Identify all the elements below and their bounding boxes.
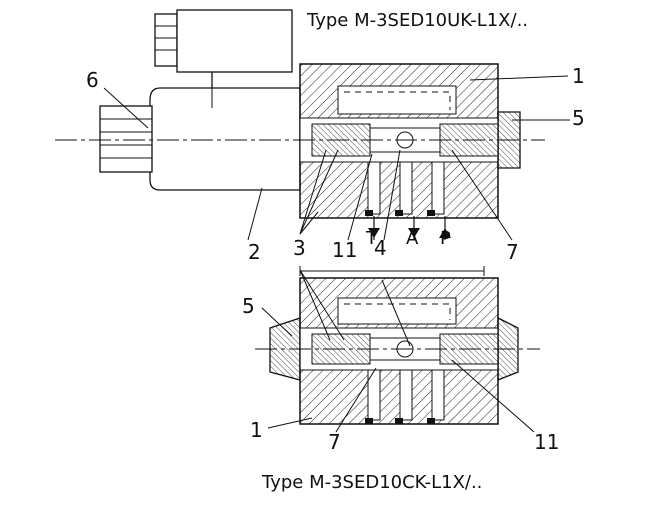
port-t-label: T [366,228,377,249]
top-leader-lines [103,75,570,241]
callout-bottom-1: 1 [250,418,263,442]
callout-bottom-7: 7 [328,430,341,454]
bottom-leader-lines [261,269,535,433]
callout-top-7: 7 [506,240,519,264]
bottom-valve [255,266,540,433]
top-valve-housing [299,63,499,219]
callout-top-1: 1 [572,64,585,88]
top-solenoid-coil [149,87,301,191]
callout-top-5: 5 [572,106,585,130]
callout-bottom-11: 11 [534,430,560,454]
top-manual-override [99,105,153,173]
port-a-label: A [406,228,419,249]
callout-top-3: 3 [293,236,306,260]
callout-top-11: 11 [332,238,358,262]
bottom-title: Type M-3SED10CK-L1X/.. [262,472,483,493]
callout-top-6: 6 [86,68,99,92]
bottom-valve-housing [299,277,499,425]
top-title: Type M-3SED10UK-L1X/.. [307,10,529,31]
callout-top-4: 4 [374,236,387,260]
callout-top-2: 2 [248,240,261,264]
top-port-arrows [368,216,451,240]
top-valve [55,9,570,241]
callout-bottom-5: 5 [242,294,255,318]
port-p-label: P [440,228,451,249]
